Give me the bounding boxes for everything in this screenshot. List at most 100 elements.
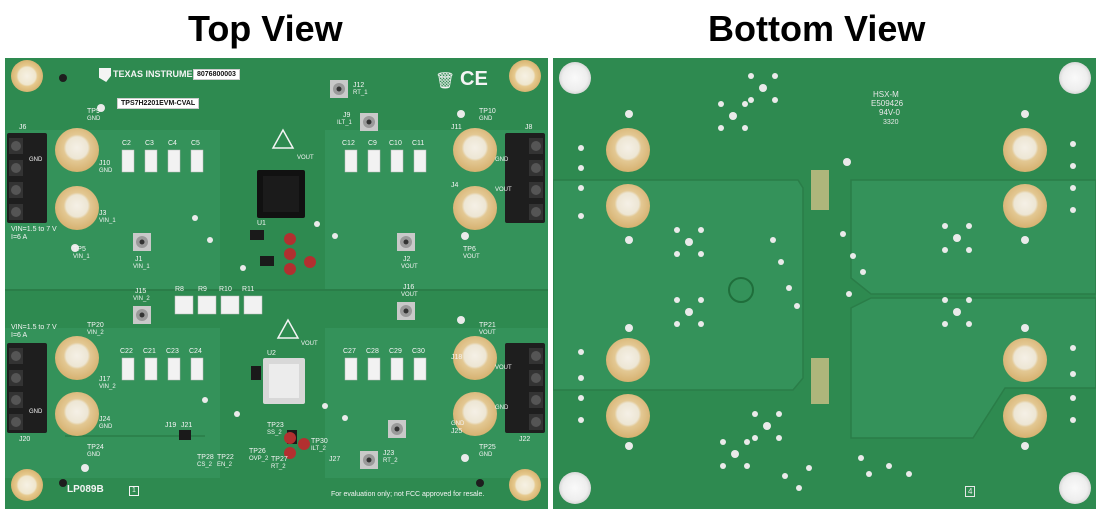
label-tp30-sub: ILT_2 (311, 446, 326, 452)
ic-label-u1: U1 (257, 220, 266, 227)
label-j23: J23 (383, 450, 395, 457)
pad-j25 (453, 392, 497, 436)
res-label-r10: R10 (219, 286, 232, 293)
label-vout-c: VOUT (301, 341, 318, 347)
label-vout-d: VOUT (495, 365, 512, 371)
via-field-lower (811, 358, 829, 404)
sma-connector-j2 (397, 233, 415, 251)
label-j3-sub: VIN_1 (99, 218, 116, 224)
via-array (71, 104, 469, 472)
label-gnd-c: GND (29, 409, 43, 415)
via-field-upper (811, 170, 829, 210)
terminal-block-j22 (505, 343, 545, 433)
part-number-sticker: TPS7H2201EVM-CVAL (117, 98, 200, 109)
standoff-bottom-left (559, 472, 591, 504)
cap-label-c27: C27 (343, 348, 356, 355)
label-tp27-sub: RT_2 (271, 464, 286, 470)
label-tp21-sub: VOUT (479, 330, 496, 336)
serial-sticker: 8076800003 (193, 69, 240, 80)
label-tp10-sub: GND (479, 116, 493, 122)
weee-bin-icon: 🗑 (435, 73, 456, 90)
standoff-top-right (1059, 62, 1091, 94)
label-j3: J3 (99, 210, 107, 217)
bottom-marking-1: HSX-M (873, 90, 899, 99)
terminal-block-j8 (505, 133, 545, 223)
board-id: LP089B (67, 484, 104, 495)
label-j24-sub: GND (99, 424, 113, 430)
label-j15-sub: VIN_2 (133, 296, 150, 302)
bottom-pad-7 (1003, 338, 1047, 382)
cap-label-c28: C28 (366, 348, 379, 355)
label-tp20: TP20 (87, 322, 104, 329)
label-j24: J24 (99, 416, 111, 423)
label-j2-sub: VOUT (401, 264, 418, 270)
current-spec-2: I=6 A (11, 332, 28, 339)
res-label-r8: R8 (175, 286, 184, 293)
label-j27: J27 (329, 456, 341, 463)
label-j22: J22 (519, 436, 531, 443)
label-tp20-sub: VIN_2 (87, 330, 104, 336)
label-j9: J9 (343, 112, 351, 119)
ce-mark-icon: C​E (460, 68, 488, 90)
label-j25-sub: GND (451, 421, 465, 427)
label-j1: J1 (135, 256, 143, 263)
label-j10-sub: GND (99, 168, 113, 174)
label-tp6: TP6 (463, 246, 476, 253)
cap-label-c2: C2 (122, 140, 131, 147)
label-tp22: TP22 (217, 454, 234, 461)
resistor-row (174, 295, 263, 315)
top-view-pcb: TEXAS INSTRUMENTS 8076800003 TPS7H2201EV… (5, 58, 548, 509)
terminal-block-j6 (7, 133, 47, 223)
label-j15: J15 (135, 288, 147, 295)
label-j10: J10 (99, 160, 111, 167)
bottom-marking-2: E509426 (871, 99, 904, 108)
bottom-left-pour (553, 179, 804, 391)
label-tp6-sub: VOUT (463, 254, 480, 260)
label-tp24-sub: GND (87, 452, 101, 458)
capacitor-row-3 (121, 357, 204, 381)
label-j6: J6 (19, 124, 27, 131)
standoff-top-left (559, 62, 591, 94)
ti-logo-icon (99, 68, 111, 82)
label-j20: J20 (19, 436, 31, 443)
bottom-marking-3: 94V-0 (879, 108, 900, 117)
current-spec-1: I=6 A (11, 234, 28, 241)
capacitor-row-2 (344, 149, 427, 173)
mounting-hole-bottom-right (509, 469, 541, 501)
bottom-right-lower-pour (850, 297, 1096, 439)
cap-label-c21: C21 (143, 348, 156, 355)
label-j23-sub: RT_2 (383, 458, 398, 464)
bottom-pad-2 (606, 184, 650, 228)
mounting-hole-bottom-left (11, 469, 43, 501)
label-gnd-a: GND (29, 157, 43, 163)
red-test-points (284, 233, 316, 459)
mounting-hole-top-left (11, 60, 43, 92)
bottom-pcb-artwork (553, 58, 1096, 509)
label-tp5-sub: VIN_1 (73, 254, 90, 260)
label-tp24: TP24 (87, 444, 104, 451)
sma-connector-j26 (388, 420, 406, 438)
ic-u2 (263, 358, 305, 404)
label-tp23: TP23 (267, 422, 284, 429)
label-j8: J8 (525, 124, 533, 131)
ic-u1 (257, 170, 305, 218)
label-j25: J25 (451, 428, 463, 435)
label-j17: J17 (99, 376, 111, 383)
sma-connector-j15 (133, 306, 151, 324)
label-j12-sub: RT_1 (353, 90, 368, 96)
sma-connector-j12 (330, 80, 348, 98)
standoff-bottom-right (1059, 472, 1091, 504)
label-tp26-sub: OVP_2 (249, 456, 269, 462)
label-j19: J19 (165, 422, 177, 429)
cap-label-c4: C4 (168, 140, 177, 147)
label-j17-sub: VIN_2 (99, 384, 116, 390)
label-j16: J16 (403, 284, 415, 291)
sma-connector-j9 (360, 113, 378, 131)
terminal-block-j20 (7, 343, 47, 433)
cap-label-c22: C22 (120, 348, 133, 355)
fcc-disclaimer: For evaluation only; not FCC approved fo… (331, 491, 485, 498)
warning-triangle-2-icon (276, 318, 300, 339)
cap-label-c23: C23 (166, 348, 179, 355)
label-j12: J12 (353, 82, 365, 89)
cap-label-c29: C29 (389, 348, 402, 355)
